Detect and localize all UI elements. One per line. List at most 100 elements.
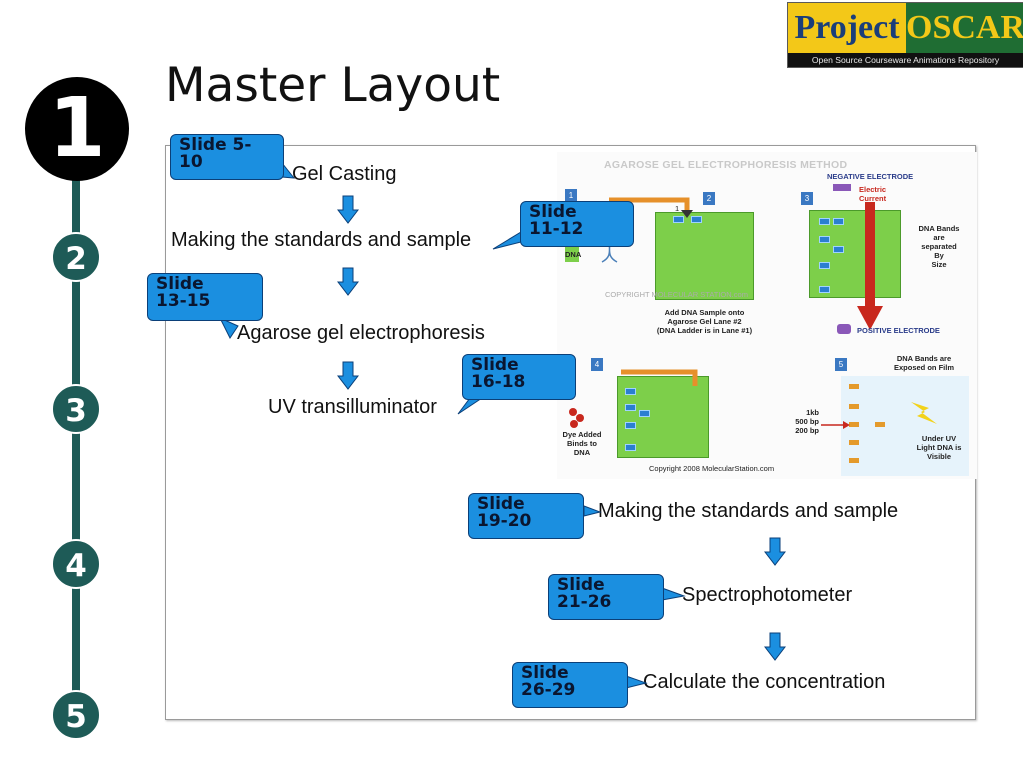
- film-band: [849, 440, 859, 445]
- gel-band: [819, 262, 830, 269]
- copyright-text: Copyright 2008 MolecularStation.com: [649, 464, 775, 473]
- agarose-gel-panel: [655, 212, 754, 300]
- gel-well: [691, 216, 702, 223]
- diagram-title: AGAROSE GEL ELECTROPHORESIS METHOD: [604, 159, 848, 171]
- caption-line: Agarose Gel Lane #2: [667, 317, 742, 326]
- film-band: [875, 422, 885, 427]
- caption-line: 1kb: [806, 408, 819, 417]
- flow-step-making-sample: Making the standards and sample: [171, 229, 472, 251]
- slide-callout-5-10[interactable]: Slide 5- 10: [170, 134, 284, 180]
- slide-callout-16-18[interactable]: Slide 16-18: [462, 354, 576, 400]
- gel-band: [819, 236, 830, 243]
- negative-electrode-label: NEGATIVE ELECTRODE: [827, 172, 914, 181]
- exposed-caption: DNA Bands are Exposed on Film: [879, 354, 969, 372]
- callout-pointer: [583, 505, 602, 517]
- callout-pointer: [625, 675, 648, 689]
- step-3-marker: 3: [51, 384, 101, 434]
- caption-line: DNA: [573, 448, 591, 457]
- electric-current-label: Electric Current: [859, 185, 886, 203]
- callout-pointer: [492, 231, 522, 250]
- callout-line-2: 21-26: [557, 592, 612, 612]
- dye-arrow-icon: [621, 369, 698, 386]
- down-arrow-icon: [764, 537, 786, 566]
- gel-band: [625, 388, 636, 395]
- callout-line-2: 13-15: [156, 291, 211, 311]
- positive-electrode-icon: [837, 324, 851, 334]
- slide-callout-21-26[interactable]: Slide 21-26: [548, 574, 664, 620]
- gel-band: [819, 286, 830, 293]
- caption-line: Exposed on Film: [893, 363, 954, 372]
- add-dna-caption: Add DNA Sample onto Agarose Gel Lane #2 …: [647, 308, 762, 335]
- pipette-arrow-icon: [609, 197, 693, 218]
- slide-callout-11-12[interactable]: Slide 11-12: [520, 201, 634, 247]
- separation-gel-panel: [809, 210, 901, 298]
- project-oscar-logo: Project OSCAR Open Source Courseware Ani…: [787, 2, 1023, 68]
- slide-callout-26-29[interactable]: Slide 26-29: [512, 662, 628, 708]
- current-arrow-icon: [857, 202, 883, 330]
- dye-molecule-icon: [569, 408, 584, 428]
- callout-line-2: 16-18: [471, 372, 526, 392]
- slide-callout-13-15[interactable]: Slide 13-15: [147, 273, 263, 321]
- callout-line-1: Slide: [529, 202, 577, 222]
- step-5-marker: 5: [51, 690, 101, 740]
- callout-line-2: 26-29: [521, 680, 576, 700]
- logo-word-oscar: OSCAR: [906, 3, 1023, 53]
- negative-electrode-icon: [833, 184, 851, 191]
- caption-line: (DNA Ladder is in Lane #1): [656, 326, 753, 335]
- down-arrow-icon: [337, 267, 359, 296]
- caption-line: Dye Added: [562, 430, 602, 439]
- gel-band: [639, 410, 650, 417]
- lane-number: 1: [675, 204, 680, 213]
- film-band: [849, 384, 859, 389]
- caption-line: separated: [921, 242, 957, 251]
- callout-line-1: Slide: [471, 355, 519, 375]
- caption-line: Binds to: [567, 439, 597, 448]
- down-arrow-icon: [337, 361, 359, 390]
- caption-line: Under UV: [921, 434, 957, 443]
- diagram-panel-number: 3: [801, 192, 813, 205]
- film-band: [849, 422, 859, 427]
- step-4-marker: 4: [51, 539, 101, 589]
- callout-line-1: Slide 5-: [179, 135, 252, 155]
- callout-pointer: [218, 316, 239, 339]
- film-band: [849, 404, 859, 409]
- caption-line: DNA Bands are: [896, 354, 952, 363]
- caption-line: Electric: [859, 185, 887, 194]
- caption-line: 200 bp: [795, 426, 819, 435]
- uv-caption: Under UV Light DNA is Visible: [909, 434, 969, 461]
- slide-callout-19-20[interactable]: Slide 19-20: [468, 493, 584, 539]
- logo-word-project: Project: [788, 3, 906, 53]
- diagram-panel-number: 5: [835, 358, 847, 371]
- caption-line: DNA Bands: [918, 224, 960, 233]
- callout-line-2: 19-20: [477, 511, 532, 531]
- callout-pointer: [661, 587, 686, 601]
- caption-line: Size: [931, 260, 947, 269]
- gel-band: [625, 422, 636, 429]
- step-1-marker: 1: [25, 77, 129, 181]
- film-band: [849, 458, 859, 463]
- logo-tagline: Open Source Courseware Animations Reposi…: [788, 53, 1023, 67]
- caption-line: By: [934, 251, 944, 260]
- caption-line: 500 bp: [795, 417, 819, 426]
- caption-line: are: [933, 233, 945, 242]
- caption-line: Visible: [926, 452, 952, 461]
- bands-separated-caption: DNA Bands are separated By Size: [909, 224, 969, 269]
- gel-well: [819, 218, 830, 225]
- caption-line: Add DNA Sample onto: [664, 308, 745, 317]
- diagram-panel-number: 1: [565, 189, 577, 202]
- gel-band: [625, 444, 636, 451]
- ladder-arrow-icon: [821, 421, 850, 429]
- callout-line-2: 10: [179, 152, 203, 172]
- flow-step-making-sample-2: Making the standards and sample: [598, 500, 899, 522]
- positive-electrode-label: POSITIVE ELECTRODE: [857, 326, 940, 335]
- flow-step-spectrophotometer: Spectrophotometer: [682, 584, 853, 606]
- down-arrow-icon: [337, 195, 359, 224]
- callout-line-1: Slide: [557, 575, 605, 595]
- dye-caption: Dye Added Binds to DNA: [561, 430, 603, 457]
- flow-step-calculate: Calculate the concentration: [643, 671, 886, 693]
- uv-lightning-icon: [911, 402, 937, 424]
- diagram-panel-number: 4: [591, 358, 603, 371]
- diagram-panel-number: 2: [703, 192, 715, 205]
- caption-line: Light DNA is: [916, 443, 962, 452]
